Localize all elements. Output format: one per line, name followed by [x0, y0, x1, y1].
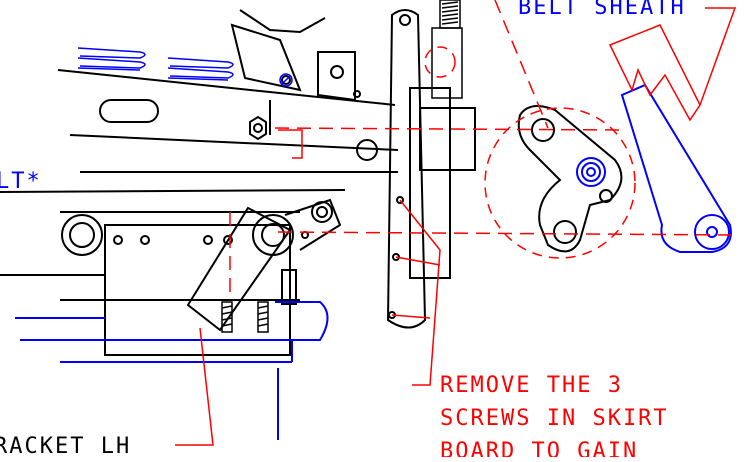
note-line-2: SCREWS IN SKIRT — [440, 406, 669, 431]
label-bracket-lh: RACKET LH — [0, 434, 131, 457]
note-line-3: BOARD TO GAIN — [440, 439, 638, 457]
note-line-1: REMOVE THE 3 — [440, 373, 623, 398]
linkage-plate — [517, 105, 623, 253]
housing-screws — [221, 301, 269, 333]
label-left-partial: LT* — [0, 169, 42, 194]
dashed-circle — [424, 46, 636, 259]
top-bracket — [230, 9, 361, 102]
blue-springs — [77, 47, 234, 81]
hex-bolt — [249, 115, 267, 141]
blue-bushing — [576, 157, 606, 187]
label-belt-sheath: BELT SHEATH — [518, 0, 686, 20]
housing-holes — [113, 235, 233, 245]
pivot-arm — [186, 198, 342, 332]
blue-washer — [279, 73, 293, 87]
rail-slot — [99, 99, 159, 123]
lower-housing — [0, 214, 300, 356]
belt-sheath-arm — [620, 83, 732, 253]
dashed-centerlines — [229, 0, 741, 300]
red-belt-sheath-profile — [608, 24, 701, 122]
frame-rails — [0, 69, 399, 213]
leader-lines — [175, 7, 737, 446]
blue-lower-plate — [15, 301, 329, 440]
red-bracket — [278, 129, 303, 159]
small-hole — [281, 75, 378, 161]
threaded-rod — [431, 0, 463, 99]
